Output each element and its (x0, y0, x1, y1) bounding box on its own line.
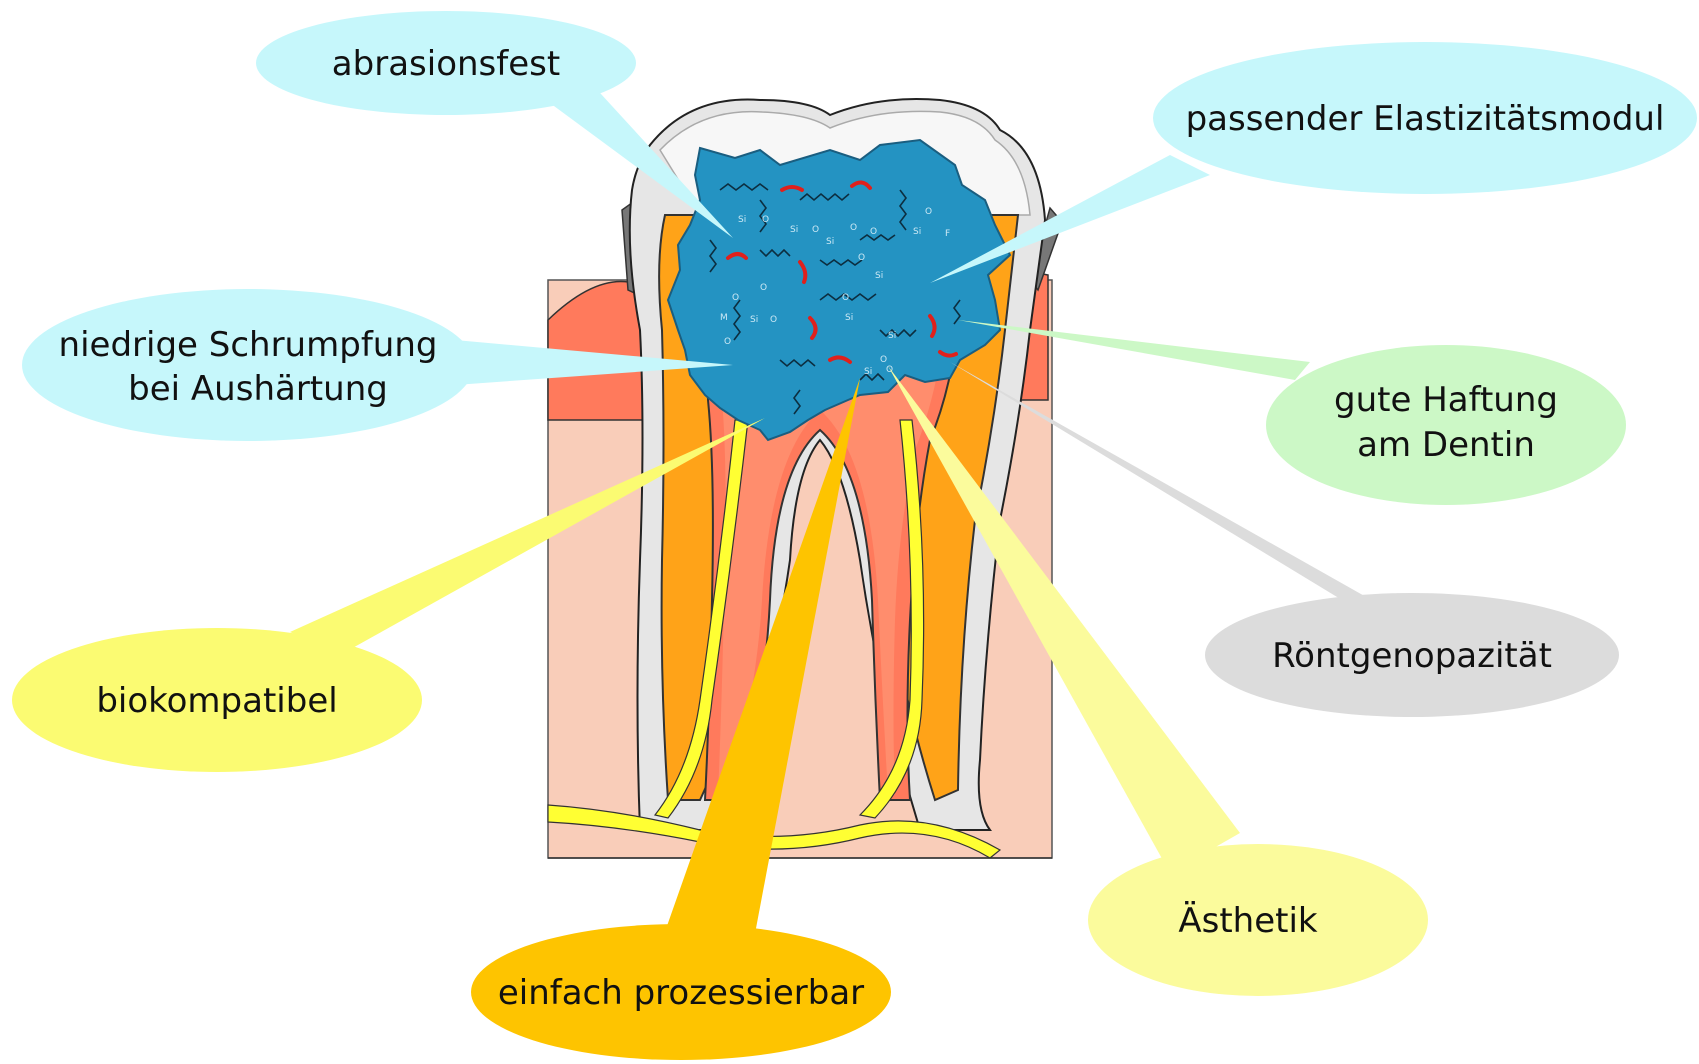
svg-text:O: O (724, 337, 731, 347)
svg-text:O: O (770, 315, 777, 325)
svg-text:Si: Si (913, 227, 921, 237)
svg-text:O: O (880, 355, 887, 365)
svg-text:Si: Si (864, 367, 872, 377)
callout-biocompatible: biokompatibel (12, 628, 422, 772)
label-processable: einfach prozessierbar (498, 973, 864, 1013)
bubble-shrinkage (22, 289, 474, 441)
svg-text:Si: Si (826, 237, 834, 247)
svg-text:O: O (925, 207, 932, 217)
svg-text:O: O (812, 225, 819, 235)
svg-text:O: O (842, 293, 849, 303)
label-radiopacity: Röntgenopazität (1272, 636, 1552, 676)
label-adhesion-line2: am Dentin (1357, 425, 1535, 465)
svg-text:F: F (945, 229, 950, 239)
callout-aesthetics: Ästhetik (1088, 844, 1428, 996)
callout-radiopacity: Röntgenopazität (1205, 593, 1619, 717)
svg-text:O: O (762, 215, 769, 225)
label-elasticity: passender Elastizitätsmodul (1186, 99, 1665, 139)
callout-processable: einfach prozessierbar (471, 924, 891, 1060)
label-shrinkage-line1: niedrige Schrumpfung (59, 325, 438, 365)
callout-shrinkage: niedrige Schrumpfung bei Aushärtung (22, 289, 474, 441)
svg-text:O: O (760, 283, 767, 293)
callout-elasticity: passender Elastizitätsmodul (1153, 42, 1697, 194)
svg-text:Si: Si (845, 313, 853, 323)
label-shrinkage-line2: bei Aushärtung (128, 369, 388, 409)
label-abrasion: abrasionsfest (332, 44, 560, 84)
svg-text:O: O (850, 223, 857, 233)
label-biocompatible: biokompatibel (96, 681, 337, 721)
svg-text:M: M (720, 313, 728, 323)
callout-abrasion: abrasionsfest (256, 11, 636, 115)
svg-text:Si: Si (790, 225, 798, 235)
svg-text:O: O (886, 365, 893, 375)
svg-text:O: O (870, 227, 877, 237)
svg-text:O: O (858, 253, 865, 263)
svg-text:Si: Si (888, 331, 896, 341)
label-aesthetics: Ästhetik (1178, 901, 1318, 941)
svg-text:Si: Si (750, 315, 758, 325)
svg-text:O: O (732, 293, 739, 303)
svg-text:Si: Si (738, 215, 746, 225)
callout-adhesion: gute Haftung am Dentin (1266, 345, 1626, 505)
label-adhesion-line1: gute Haftung (1334, 380, 1558, 420)
svg-text:Si: Si (875, 271, 883, 281)
